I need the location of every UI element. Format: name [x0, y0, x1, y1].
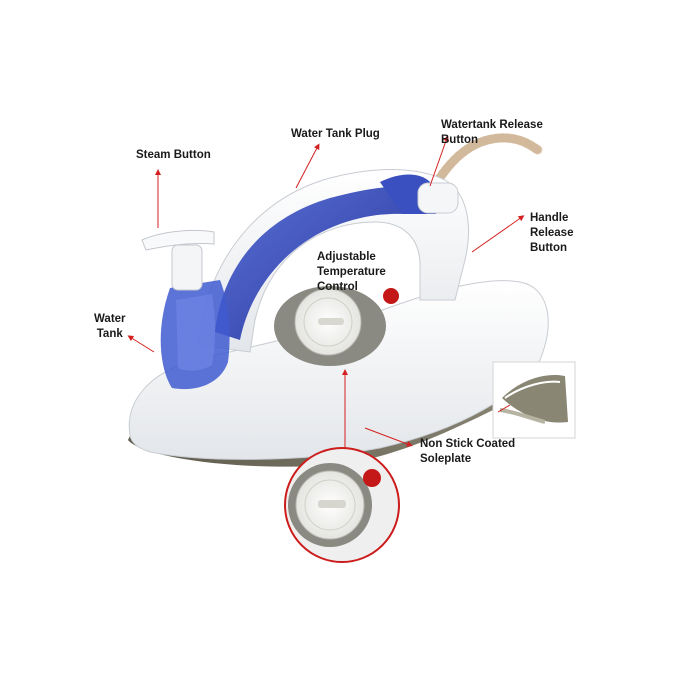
arrow-handle-release	[471, 215, 525, 253]
watertank-release-button	[417, 182, 459, 214]
arrow-water-tank-plug	[295, 143, 320, 189]
dial-callout	[284, 447, 400, 563]
arrow-soleplate	[364, 427, 413, 447]
arrow-watertank-release	[429, 135, 449, 187]
label-handle-release-button: Handle Release Button	[530, 211, 573, 256]
annotation-arrows	[127, 135, 525, 448]
handle-blue-strip	[215, 186, 404, 340]
label-steam-button-line1: Steam Button	[136, 149, 211, 161]
arrow-water-tank	[127, 335, 155, 353]
label-watertank-release-line1: Watertank Release	[441, 119, 543, 131]
label-watertank-release-button: Watertank Release Button	[441, 118, 543, 148]
label-handle-release-line1: Handle	[530, 212, 569, 224]
label-soleplate-line2: Soleplate	[420, 453, 472, 465]
label-watertank-release-line2: Button	[441, 134, 479, 146]
label-steam-button: Steam Button	[136, 148, 211, 163]
label-water-tank-plug-line1: Water Tank Plug	[291, 128, 380, 140]
label-water-tank-line1: Water	[94, 313, 126, 325]
water-tank-highlight	[176, 294, 215, 371]
label-water-tank: Water Tank	[94, 312, 126, 342]
label-handle-release-line2: Release	[530, 227, 574, 239]
label-adjustable-temperature-control: Adjustable Temperature Control	[317, 250, 386, 295]
soleplate	[128, 378, 545, 467]
steam-button	[141, 229, 215, 291]
label-soleplate-line1: Non Stick Coated	[420, 438, 516, 450]
label-temp-line1: Adjustable	[317, 251, 376, 263]
indicator-light	[383, 288, 399, 304]
temperature-dial	[274, 286, 386, 366]
label-non-stick-soleplate: Non Stick Coated Soleplate	[420, 437, 515, 467]
power-cord	[427, 133, 543, 195]
label-water-tank-line2: Tank	[96, 328, 123, 340]
label-temp-line2: Temperature	[317, 266, 386, 278]
label-water-tank-plug: Water Tank Plug	[291, 127, 380, 142]
soleplate-inset	[492, 361, 576, 439]
iron-handle	[197, 169, 469, 353]
arrow-inset	[497, 404, 511, 413]
label-handle-release-line3: Button	[530, 242, 568, 254]
label-temp-line3: Control	[317, 281, 358, 293]
